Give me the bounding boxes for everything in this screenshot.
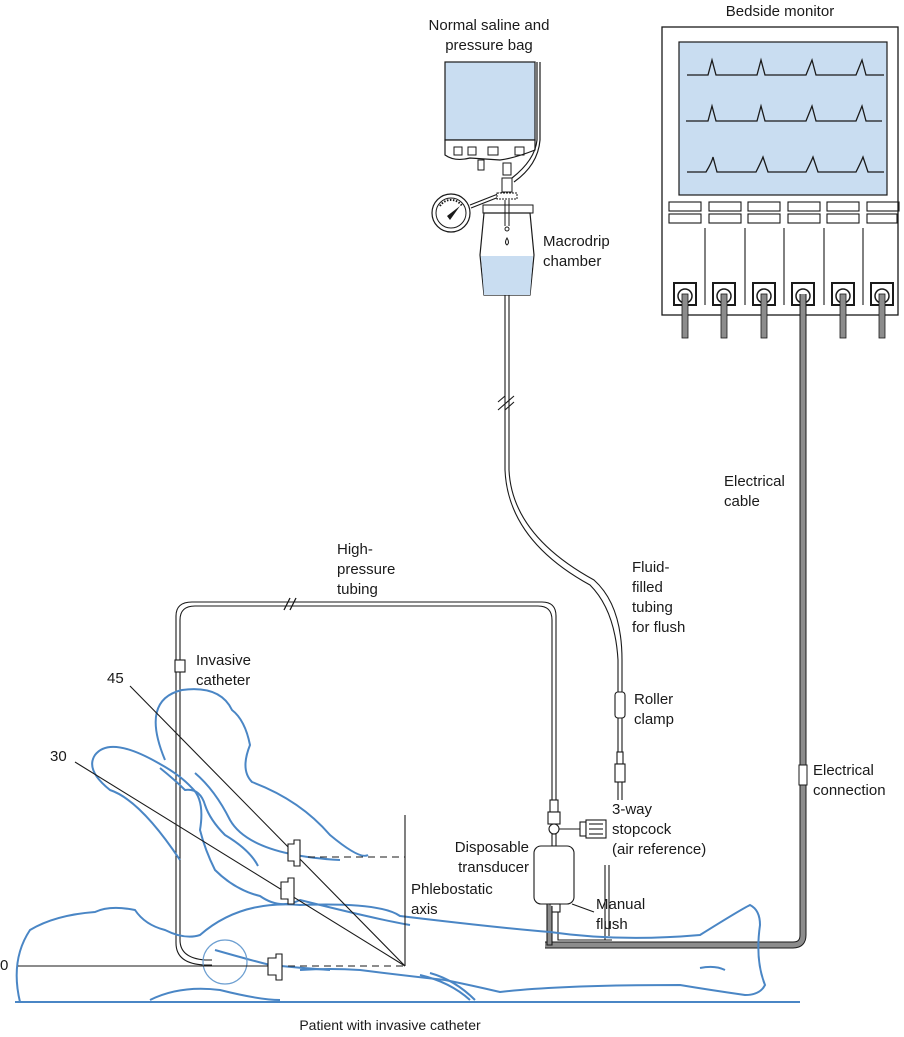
monitor-ports <box>673 282 894 339</box>
invasive-catheter-label: Invasive catheter <box>196 652 252 689</box>
phlebostatic-axis-label: Phlebostatic axis <box>411 881 493 918</box>
angle-reference-lines <box>18 685 406 967</box>
macrodrip-chamber-label: Macrodrip chamber <box>543 233 610 270</box>
angle-0-label: 0 <box>0 957 9 974</box>
saline-bag-label: Normal saline and pressure bag <box>428 17 550 54</box>
high-pressure-tubing <box>174 597 557 966</box>
fluid-filled-tubing <box>497 295 626 941</box>
macrodrip-chamber <box>479 192 535 296</box>
transducer-label: Disposable transducer <box>454 839 529 876</box>
monitor-buttons <box>668 201 900 305</box>
roller-clamp-label: Roller clamp <box>634 691 675 728</box>
electrical-cable <box>545 294 808 949</box>
electrical-connection-icon <box>798 764 808 786</box>
bedside-monitor <box>661 26 900 339</box>
electrical-cable-label: Electrical cable <box>724 473 785 510</box>
angle-30-label: 30 <box>50 748 67 765</box>
stopcock-label: 3-way stopcock (air reference) <box>612 801 707 858</box>
figure-caption: Patient with invasive catheter <box>299 1017 481 1033</box>
high-pressure-tubing-label: High- pressure tubing <box>337 541 396 598</box>
bedside-monitor-label: Bedside monitor <box>725 3 835 20</box>
manual-flush-label: Manual flush <box>596 896 646 933</box>
waveforms <box>686 57 884 173</box>
electrical-connection-label: Electrical connection <box>813 762 886 799</box>
saline-pressure-bag <box>444 61 541 193</box>
transducer-level-markers <box>267 839 301 981</box>
angle-45-label: 45 <box>107 670 124 687</box>
fluid-tubing-label: Fluid- filled tubing for flush <box>632 559 686 636</box>
disposable-transducer <box>533 799 607 946</box>
